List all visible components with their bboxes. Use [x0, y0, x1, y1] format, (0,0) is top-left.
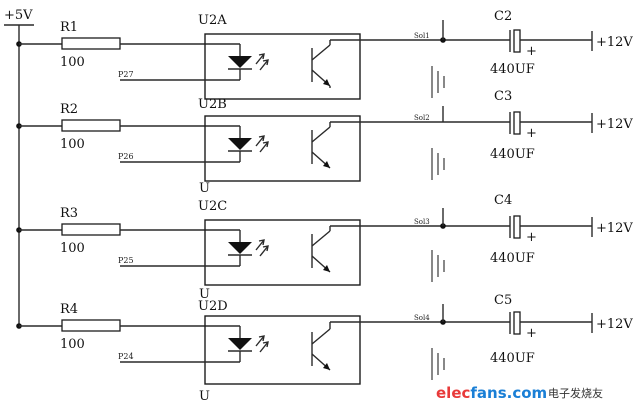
input-label: P25 — [118, 256, 134, 265]
unit-footer: U — [199, 389, 210, 404]
optocoupler-body — [204, 33, 361, 100]
resistor-label: R1 — [60, 20, 78, 35]
supply-label: +5V — [4, 8, 33, 23]
ground-icon — [431, 148, 445, 180]
watermark: elecfans.com 电子发烧友 — [436, 384, 603, 402]
led-diode-icon — [228, 338, 252, 350]
watermark-text-part-2: fans.com — [470, 384, 547, 402]
input-label: P26 — [118, 152, 134, 161]
resistor-value: 100 — [60, 55, 85, 70]
resistor-value: 100 — [60, 337, 85, 352]
phototransistor-icon — [311, 328, 331, 371]
capacitor-label: C4 — [494, 193, 512, 208]
net-label: Sol1 — [414, 32, 430, 40]
input-label: P27 — [118, 70, 134, 79]
watermark-subtext: 电子发烧友 — [548, 386, 603, 400]
resistor — [61, 223, 121, 236]
light-emission-icon — [255, 135, 269, 153]
unit-footer: U — [199, 287, 210, 302]
capacitor-polarity: + — [526, 230, 537, 245]
optocoupler-label: U2A — [198, 13, 227, 28]
ground-icon — [431, 66, 445, 98]
net-label: Sol4 — [414, 314, 430, 322]
optocoupler-body — [204, 115, 361, 182]
resistor-label: R3 — [60, 206, 78, 221]
watermark-text-part-1: elec — [436, 384, 470, 402]
phototransistor-icon — [311, 126, 331, 169]
optocoupler-label: U2C — [198, 199, 227, 214]
rail-label: +12V — [596, 117, 633, 132]
optocoupler-label: U2D — [198, 299, 228, 314]
capacitor-polarity: + — [526, 326, 537, 341]
resistor-value: 100 — [60, 241, 85, 256]
rail-label: +12V — [596, 35, 633, 50]
capacitor-label: C5 — [494, 293, 512, 308]
capacitor-icon — [509, 29, 521, 53]
resistor-value: 100 — [60, 137, 85, 152]
watermark-text: elecfans.com — [436, 384, 547, 402]
phototransistor-icon — [311, 230, 331, 273]
optocoupler-body — [204, 219, 361, 286]
channel-3: R3 100 U2C P25 Sol3 — [16, 193, 633, 302]
resistor-label: R4 — [60, 302, 78, 317]
led-diode-icon — [228, 242, 252, 254]
capacitor-value: 440UF — [490, 251, 535, 266]
capacitor-value: 440UF — [490, 147, 535, 162]
resistor — [61, 119, 121, 132]
ground-icon — [431, 250, 445, 282]
optocoupler-label: U2B — [198, 97, 227, 112]
ground-icon — [431, 348, 445, 380]
supply-rail: +5V — [4, 8, 34, 326]
capacitor-icon — [509, 311, 521, 335]
unit-footer: U — [199, 181, 210, 196]
light-emission-icon — [255, 335, 269, 353]
input-label: P24 — [118, 352, 134, 361]
capacitor-label: C2 — [494, 9, 512, 24]
rail-label: +12V — [596, 317, 633, 332]
resistor — [61, 319, 121, 332]
capacitor-value: 440UF — [490, 62, 535, 77]
resistor — [61, 37, 121, 50]
capacitor-icon — [509, 215, 521, 239]
resistor-label: R2 — [60, 102, 78, 117]
capacitor-label: C3 — [494, 89, 512, 104]
net-label: Sol3 — [414, 218, 430, 226]
optocoupler-body — [204, 315, 361, 385]
capacitor-icon — [509, 111, 521, 135]
phototransistor-icon — [311, 44, 331, 87]
capacitor-polarity: + — [526, 126, 537, 141]
led-diode-icon — [228, 56, 252, 68]
capacitor-value: 440UF — [490, 351, 535, 366]
light-emission-icon — [255, 53, 269, 71]
channel-1: R1 100 U2A P27 Sol1 — [16, 9, 633, 100]
channel-2: R2 100 U2B P26 Sol2 — [16, 89, 633, 196]
capacitor-polarity: + — [526, 44, 537, 59]
light-emission-icon — [255, 239, 269, 257]
net-label: Sol2 — [414, 114, 430, 122]
led-diode-icon — [228, 138, 252, 150]
rail-label: +12V — [596, 221, 633, 236]
channel-4: R4 100 U2D P24 Sol4 — [16, 293, 633, 404]
